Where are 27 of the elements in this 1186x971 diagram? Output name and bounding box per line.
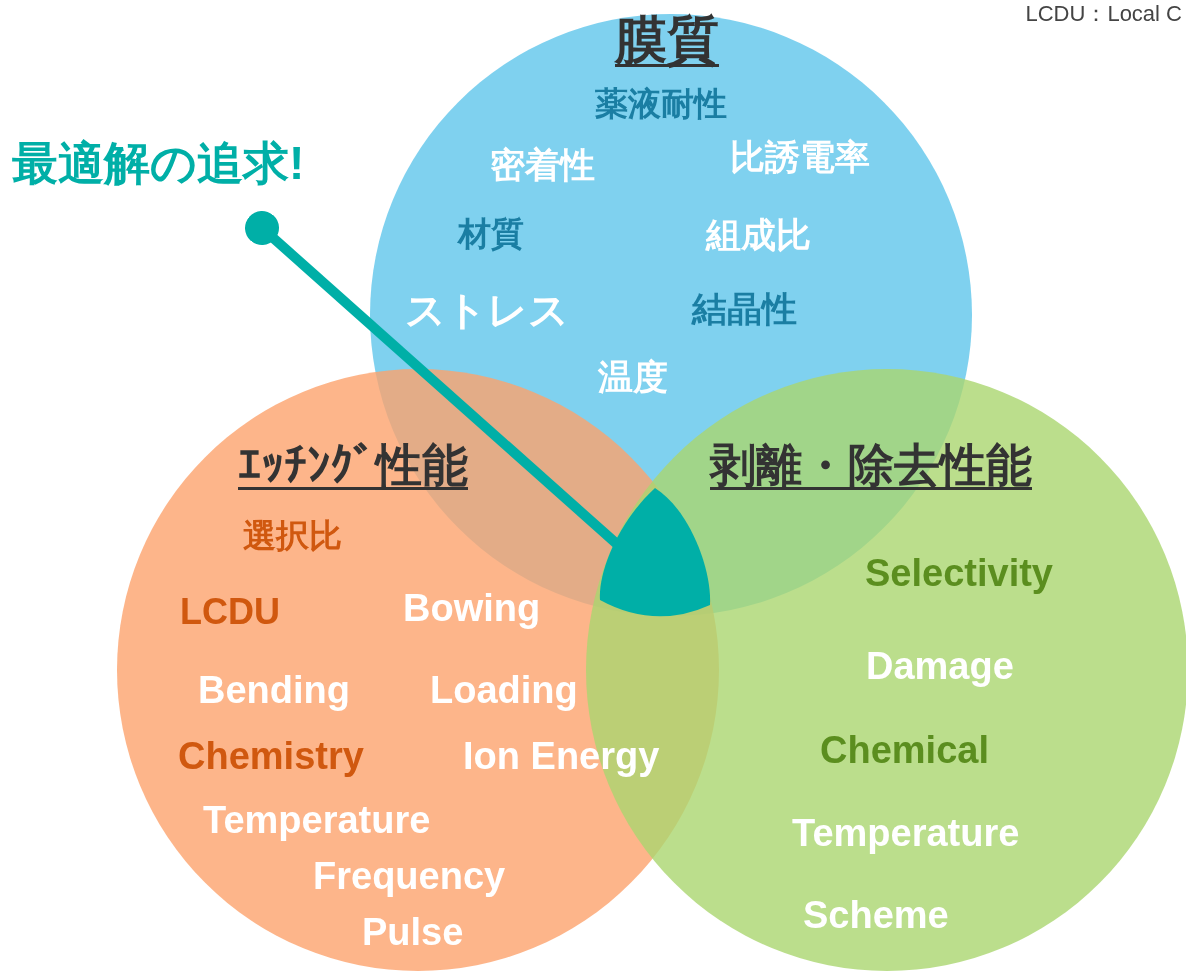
item-label: Chemistry [178,736,364,778]
item-label: 薬液耐性 [595,86,727,123]
item-label: Scheme [803,895,949,937]
item-label: Chemical [820,730,989,772]
item-label: Bowing [403,588,541,630]
note-text: LCDU：Local C [1025,2,1182,27]
callout-text: 最適解の追求! [12,138,305,189]
item-label: Selectivity [865,553,1053,595]
item-label: Damage [866,646,1014,688]
item-label: Bending [198,670,350,712]
circle-heading: ｴｯﾁﾝｸﾞ性能 [238,440,468,491]
item-label: 材質 [458,216,524,253]
circle-heading: 膜質 [615,12,719,70]
item-label: LCDU [180,592,280,632]
item-label: 比誘電率 [730,138,870,177]
item-label: Temperature [792,813,1020,855]
circle-heading: 剥離・除去性能 [710,440,1032,491]
item-label: ストレス [405,288,569,332]
item-label: 選択比 [243,518,342,555]
item-label: 温度 [598,358,668,397]
item-label: 組成比 [706,216,811,255]
item-label: 密着性 [490,146,595,185]
item-label: Pulse [362,912,464,954]
item-label: Frequency [313,856,506,898]
item-label: 結晶性 [692,290,797,329]
item-label: Temperature [203,800,431,842]
item-label: Loading [430,670,578,712]
